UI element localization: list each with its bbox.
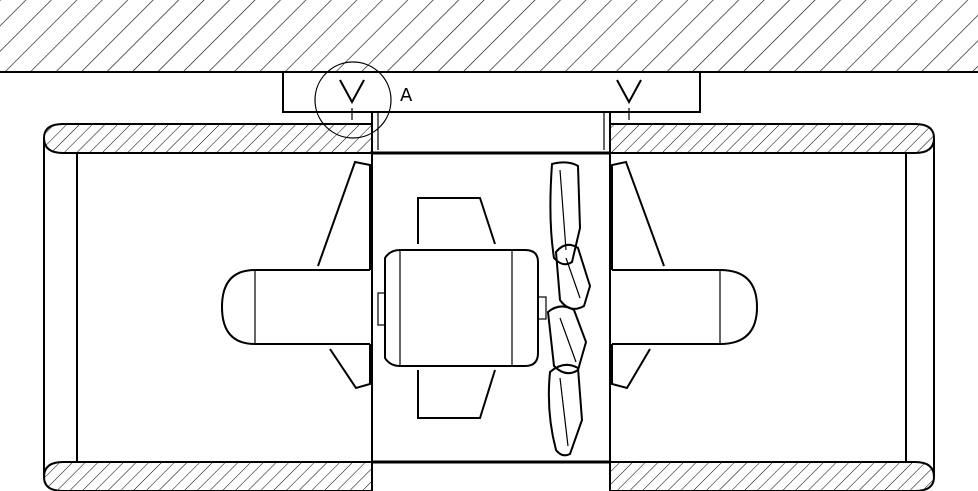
duct-left-bottom-wall bbox=[42, 461, 373, 491]
motor bbox=[377, 197, 547, 419]
propeller-blade-4 bbox=[547, 363, 584, 457]
center-frame bbox=[372, 151, 610, 464]
ceiling-hatch bbox=[0, 0, 978, 72]
propeller-edge-4 bbox=[559, 377, 569, 447]
nacelle-left bbox=[220, 160, 371, 390]
propeller-blade-3 bbox=[546, 305, 588, 375]
nacelle-left-body bbox=[220, 269, 370, 345]
nacelle-right-body bbox=[612, 269, 759, 345]
propeller-edge-2 bbox=[565, 257, 581, 299]
weld-symbol-left bbox=[339, 79, 365, 105]
detail-label: A bbox=[400, 85, 413, 106]
duct-right-top-wall bbox=[609, 123, 936, 154]
motor-rear-cap bbox=[377, 292, 386, 326]
duct-left-top-wall bbox=[42, 123, 373, 154]
nacelle-left-fin-top bbox=[317, 160, 371, 270]
nacelle-right-fin-bottom bbox=[611, 344, 651, 390]
motor-top-fin bbox=[417, 197, 496, 245]
motor-bottom-fin bbox=[417, 369, 496, 419]
support-posts bbox=[371, 112, 611, 491]
mounting-bracket bbox=[282, 71, 701, 120]
propeller-blade-2 bbox=[554, 243, 592, 310]
duct-left bbox=[42, 123, 373, 491]
nacelle-right bbox=[611, 160, 759, 390]
nacelle-left-fin-bottom bbox=[329, 344, 371, 390]
propeller bbox=[546, 161, 592, 457]
mounting-plate bbox=[282, 71, 701, 113]
nacelle-right-fin-top bbox=[611, 160, 665, 270]
motor-shaft-hub bbox=[537, 296, 547, 320]
weld-symbol-right bbox=[616, 79, 642, 105]
propeller-edge-1 bbox=[559, 169, 567, 251]
duct-right bbox=[609, 123, 936, 491]
duct-right-bottom-wall bbox=[609, 461, 936, 491]
motor-body bbox=[384, 249, 539, 367]
ceiling bbox=[0, 0, 978, 73]
propeller-blade-1 bbox=[549, 161, 582, 266]
propeller-edge-3 bbox=[559, 317, 577, 363]
